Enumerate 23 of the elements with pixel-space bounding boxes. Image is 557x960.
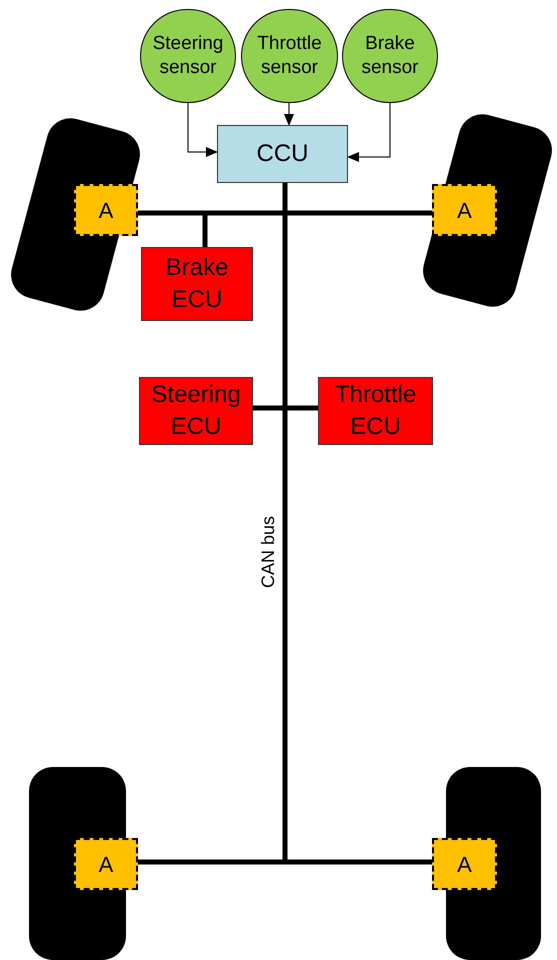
actuator-box <box>432 184 497 236</box>
ecu-box <box>139 377 253 445</box>
node-label: Brake sensor <box>360 32 420 80</box>
node-label: Steering sensor <box>152 32 224 80</box>
node-label: CCU <box>256 139 308 169</box>
node-label: A <box>457 850 472 878</box>
node-label: Steering ECU <box>150 380 242 442</box>
bus-label: CAN bus <box>258 516 278 588</box>
ecu-box <box>141 247 253 321</box>
node-label: A <box>98 196 114 224</box>
arrow <box>188 102 218 157</box>
arrow <box>347 102 390 162</box>
ecu-box <box>318 377 433 445</box>
actuator-box <box>74 838 138 890</box>
controller-box <box>217 125 348 183</box>
node-label: A <box>457 196 472 224</box>
node-label: Throttle sensor <box>256 32 323 80</box>
node-label: Throttle ECU <box>334 380 418 442</box>
arrow <box>284 102 294 126</box>
node-label: A <box>98 850 114 878</box>
actuator-box <box>432 838 497 890</box>
actuator-box <box>74 184 138 236</box>
node-label: Brake ECU <box>164 253 230 315</box>
